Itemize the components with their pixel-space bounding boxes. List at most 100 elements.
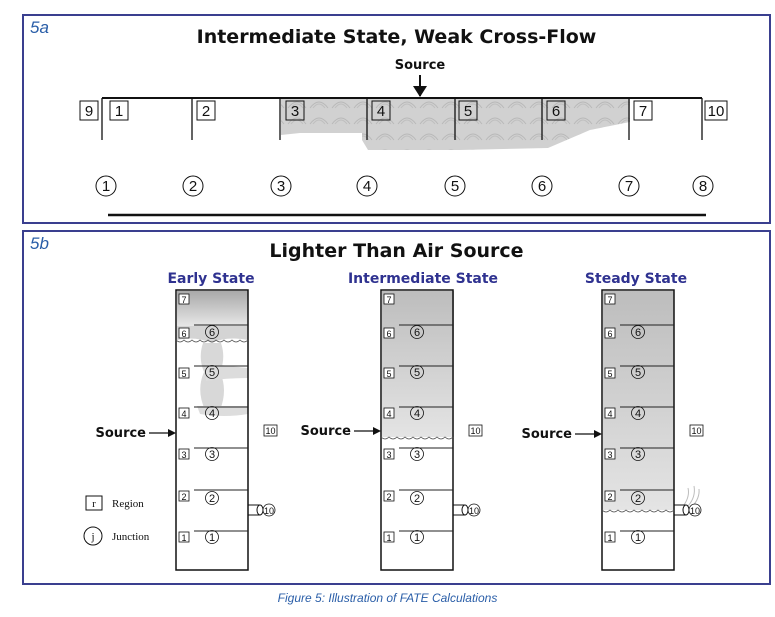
smoke-front-line — [601, 509, 675, 513]
junction-label: 3 — [635, 449, 641, 461]
region-label: 7 — [181, 295, 186, 305]
source-arrowhead-5a — [413, 86, 427, 97]
region-box — [546, 100, 566, 121]
junction-label: 6 — [538, 178, 546, 195]
junction-circle — [410, 491, 424, 505]
region-label: 5 — [181, 369, 186, 379]
region-box — [633, 100, 653, 121]
region-box — [604, 490, 616, 502]
junction-label: 5 — [209, 367, 215, 379]
region-label: 7 — [607, 295, 612, 305]
region-box — [604, 407, 616, 419]
intermediate-state-title: Intermediate State — [348, 271, 498, 287]
legend-junction-letter: j — [90, 531, 94, 543]
junction-circle — [270, 175, 292, 197]
region-label: 6 — [181, 329, 186, 339]
source-arrowhead — [373, 427, 381, 435]
region-label: 5 — [464, 103, 472, 120]
region-box — [704, 100, 728, 121]
junction-circle — [205, 491, 219, 505]
source-label: Source — [301, 424, 352, 439]
region-label: 3 — [386, 450, 391, 460]
panel-5b-label: 5b — [30, 234, 49, 253]
region-box — [604, 367, 616, 379]
junction-circle — [410, 530, 424, 544]
steady-state-title: Steady State — [585, 271, 687, 287]
column-outline — [175, 289, 249, 571]
smoke-front-line — [380, 436, 454, 440]
region-label: 7 — [386, 295, 391, 305]
region-label: 9 — [85, 103, 93, 120]
junction-circle — [410, 447, 424, 461]
region-box — [371, 100, 391, 121]
outside-junction-circle — [262, 503, 276, 517]
region-label: 3 — [607, 450, 612, 460]
junction-label: 4 — [414, 408, 420, 420]
legend-junction-label: Junction — [112, 531, 150, 543]
junction-circle — [410, 365, 424, 379]
junction-label: 4 — [363, 178, 371, 195]
junction-circle — [205, 447, 219, 461]
region-box — [458, 100, 478, 121]
junction-label: 6 — [209, 327, 215, 339]
region-box — [196, 100, 216, 121]
junction-label: 3 — [209, 449, 215, 461]
early-state-title: Early State — [167, 271, 254, 287]
region-box — [109, 100, 129, 121]
region-box — [285, 100, 305, 121]
steady-smoke — [603, 291, 674, 510]
region-box — [383, 407, 395, 419]
outside-junction-label: 10 — [690, 506, 700, 516]
region-box — [178, 327, 190, 339]
junction-circle — [205, 325, 219, 339]
junction-label: 4 — [635, 408, 641, 420]
source-arrowhead — [594, 430, 602, 438]
junction-label: 1 — [102, 178, 110, 195]
region-label: 1 — [181, 533, 186, 543]
region-label: 4 — [377, 103, 385, 120]
junction-circle — [631, 447, 645, 461]
vent-opening — [256, 504, 264, 516]
junction-circle — [410, 325, 424, 339]
region-label: 1 — [386, 533, 391, 543]
junction-circle — [631, 325, 645, 339]
junction-label: 3 — [277, 178, 285, 195]
outside-junction-label: 10 — [469, 506, 479, 516]
junction-label: 2 — [635, 493, 641, 505]
region-label: 6 — [552, 103, 560, 120]
junction-label: 2 — [209, 493, 215, 505]
region-label: 5 — [386, 369, 391, 379]
region-box — [604, 293, 616, 305]
vent-wisp — [683, 485, 700, 508]
legend-region-label: Region — [112, 498, 144, 510]
region-label: 2 — [181, 492, 186, 502]
region-label: 4 — [181, 409, 186, 419]
panel-5a-label: 5a — [30, 18, 49, 37]
region-box — [178, 367, 190, 379]
junction-circle — [205, 406, 219, 420]
junction-circle — [618, 175, 640, 197]
junction-circle — [631, 406, 645, 420]
legend: r Region j Junction — [83, 495, 150, 546]
region-box — [79, 100, 99, 121]
lighter-than-air-diagram: Early State Intermediate State Steady St… — [83, 271, 704, 571]
junction-circle — [205, 530, 219, 544]
region-label: 3 — [181, 450, 186, 460]
region-label: 2 — [607, 492, 612, 502]
junction-circle — [692, 175, 714, 197]
region-label: 4 — [607, 409, 612, 419]
region-label: 6 — [607, 329, 612, 339]
region-label: 1 — [607, 533, 612, 543]
panel-5b-title: Lighter Than Air Source — [269, 240, 524, 262]
outside-junction-label: 10 — [264, 506, 274, 516]
outside-region-box — [689, 424, 704, 437]
region-label: 6 — [386, 329, 391, 339]
region-box — [383, 531, 395, 543]
panel-5a-title: Intermediate State, Weak Cross-Flow — [196, 26, 597, 48]
junction-circle — [631, 491, 645, 505]
